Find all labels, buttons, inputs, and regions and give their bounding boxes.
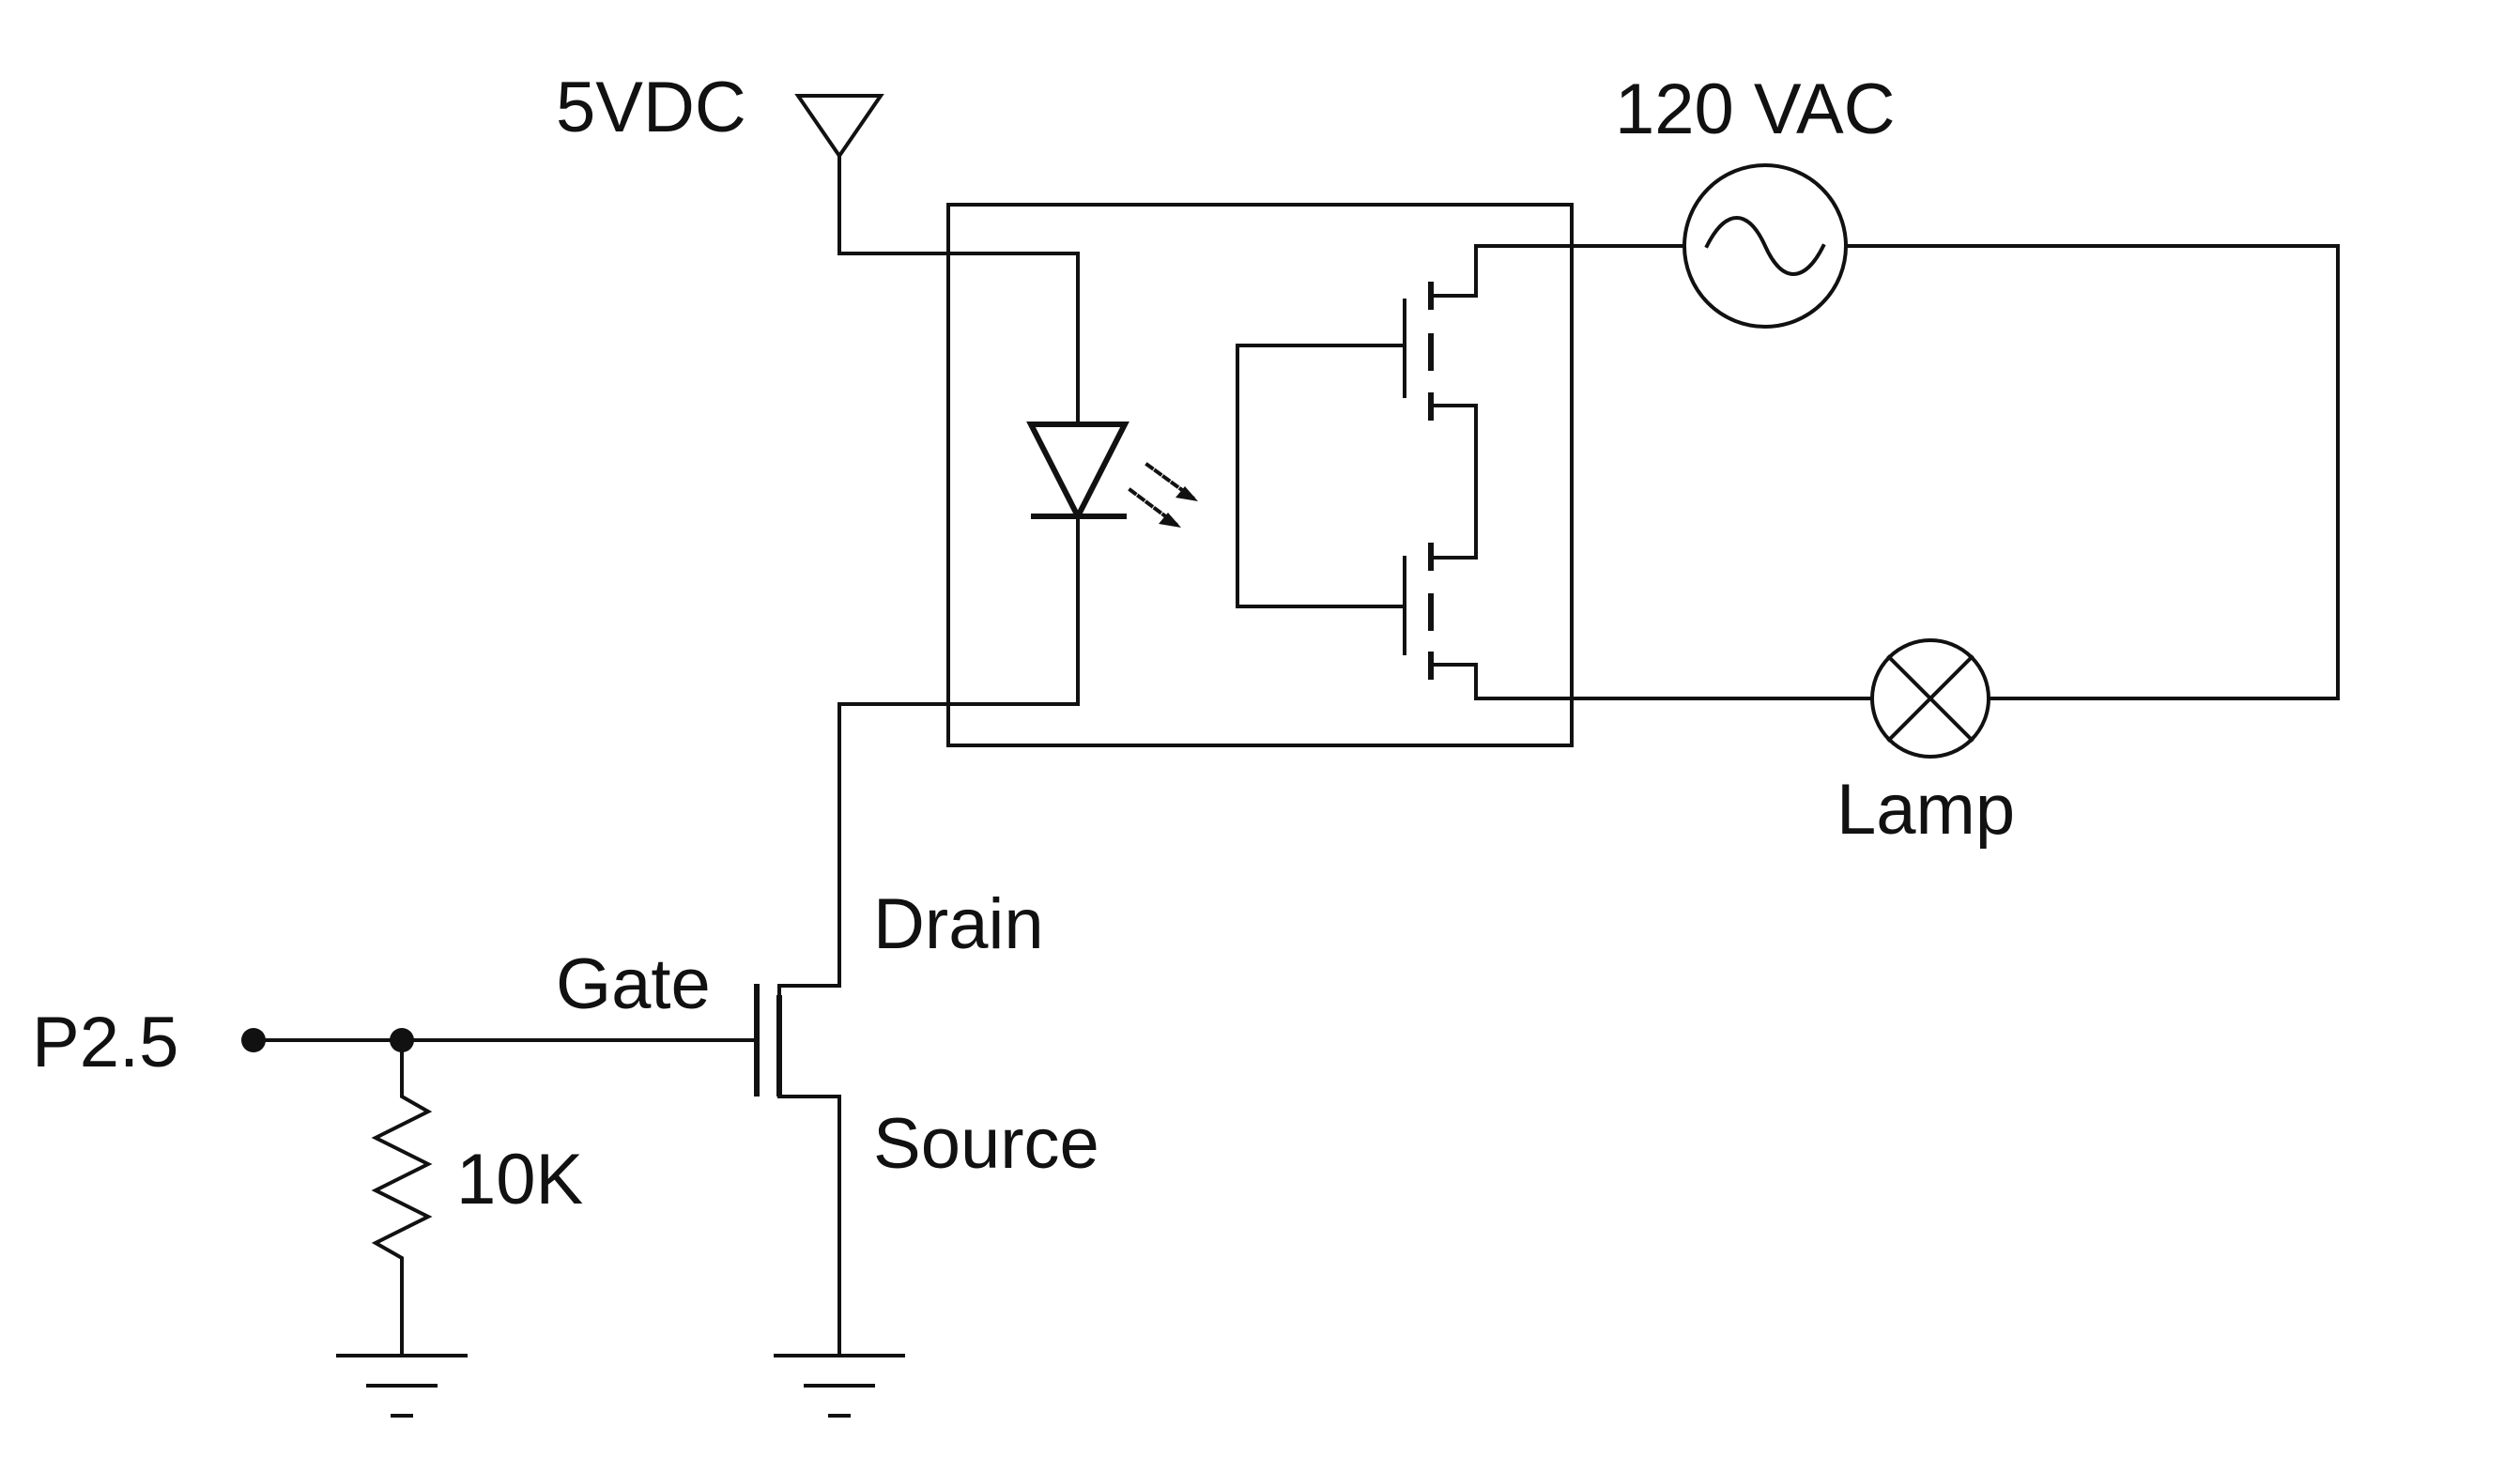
lamp-label: Lamp	[1836, 770, 2015, 850]
led-symbol	[837, 422, 1198, 988]
pulldown-resistor	[371, 1038, 433, 1354]
ground-symbol-source	[774, 1354, 905, 1418]
input-pin-label: P2.5	[32, 1003, 178, 1082]
ac-source-symbol	[1683, 163, 1848, 329]
gate-drive-line	[241, 1028, 759, 1052]
relay-package	[946, 203, 1574, 747]
resistor-label: 10K	[456, 1140, 583, 1219]
dc-supply-symbol	[794, 94, 1080, 426]
ground-symbol-resistor	[336, 1354, 468, 1418]
ac-load-loop	[1493, 244, 2340, 700]
ac-supply-label: 120 VAC	[1615, 69, 1896, 149]
gate-label: Gate	[556, 944, 711, 1024]
dc-supply-label: 5VDC	[556, 68, 746, 147]
drain-label: Drain	[873, 884, 1044, 964]
output-mosfet-pair	[1236, 244, 1497, 700]
switch-mosfet	[754, 984, 841, 1354]
source-label: Source	[873, 1104, 1099, 1184]
lamp-symbol	[1870, 638, 1990, 759]
